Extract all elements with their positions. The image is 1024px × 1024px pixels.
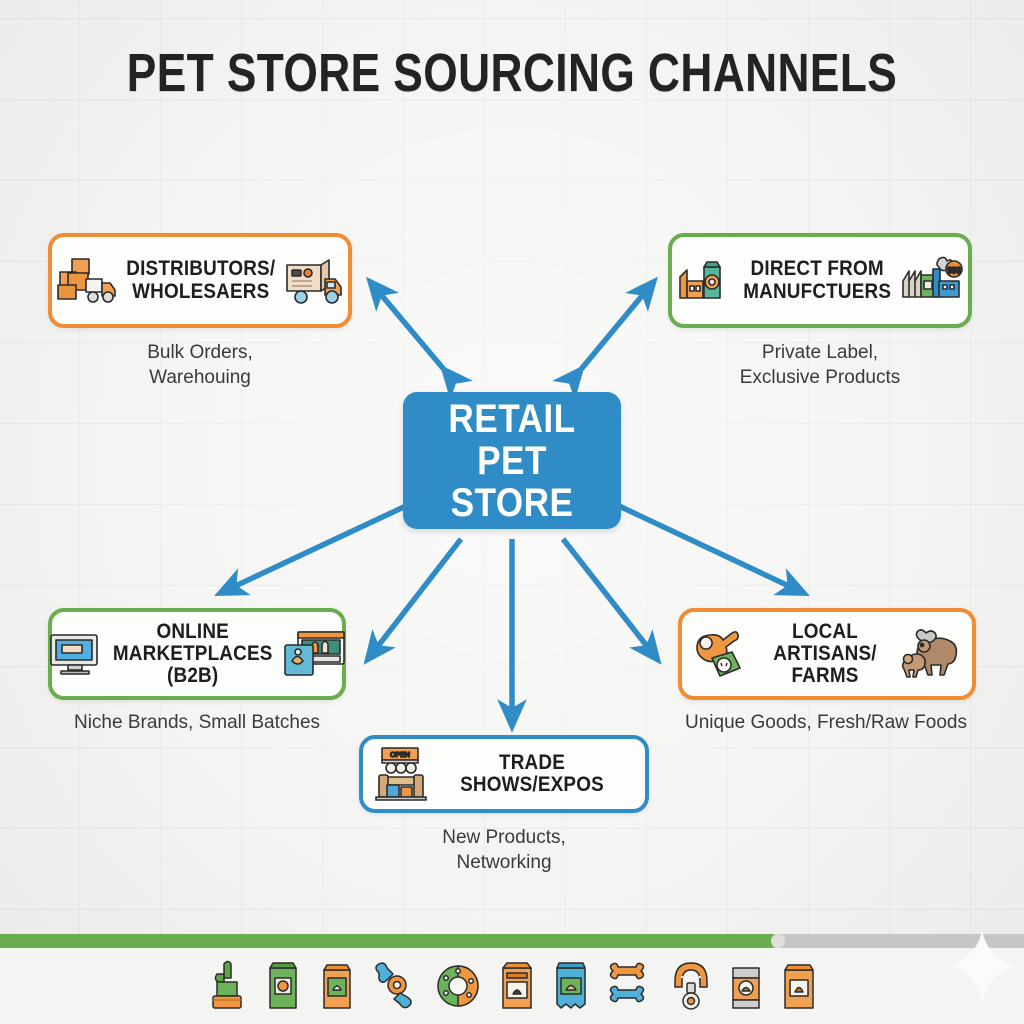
ring-toy-icon[interactable] [433,961,483,1011]
pet-food-bag-icon [679,260,721,299]
node-direct-from-manufacturers[interactable]: DIRECT FROM MANUFCTUERS $$$ [668,233,972,328]
node-label: TRADE SHOWS/EXPOS [460,750,604,796]
desktop-monitor-icon [50,634,99,675]
pet-collar-icon[interactable] [669,957,713,1015]
caption-trade-shows: New Products, Networking [442,827,566,874]
progress-knob[interactable] [771,934,786,948]
node-label: DISTRIBUTORS/ WHOLESAERS [126,257,276,303]
hub-retail-pet-store[interactable]: RETAIL PET STORE [403,392,621,529]
node-label: LOCAL ARTISANS/ FARMS [773,619,877,688]
node-label: ONLINE MARKETPLACES (B2B) [113,619,273,688]
svg-text:OPEN: OPEN [390,752,410,759]
arrow-hub-lower-left [363,537,464,665]
node-label: DIRECT FROM MANUFCTUERS [743,257,891,303]
footer-icon-strip [0,948,1024,1024]
page-title: PET STORE SOURCING CHANNELS [126,43,898,103]
node-local-artisans-farms[interactable]: LOCAL ARTISANS/ FARMS [678,608,976,700]
hub-label: RETAIL PET STORE [448,396,576,525]
boxes-truck-icon [57,257,117,303]
green-pet-food-bag-icon[interactable] [263,958,303,1014]
sparkle-icon [951,930,1013,1002]
artisan-treat-icon [696,631,741,677]
cat-food-box-icon[interactable] [497,958,537,1014]
progress-divider [0,934,1024,948]
caption-online-marketplaces: Niche Brands, Small Batches [73,712,321,733]
arrow-hub-lower-right [560,537,662,665]
delivery-truck-icon [285,258,342,304]
svg-text:$$$: $$$ [948,266,962,275]
progress-fill [0,934,779,948]
dog-bones-icon[interactable] [605,961,655,1011]
node-distributors-wholesalers[interactable]: DISTRIBUTORS/ WHOLESAERS [48,233,352,328]
arrow-hub-distributors [365,276,473,400]
factory-icon: $$$ [902,256,963,298]
expo-booth-icon: OPEN [375,747,427,801]
cat-treat-bag-icon[interactable] [317,958,357,1014]
node-online-marketplaces[interactable]: ONLINE MARKETPLACES (B2B) [48,608,346,700]
arrow-hub-local-artisans [615,502,810,596]
kibble-can-icon[interactable] [727,958,765,1014]
online-store-window-icon [283,631,345,676]
caption-local-artisans: Unique Goods, Fresh/Raw Foods [685,712,967,733]
node-trade-shows-expos[interactable]: OPEN TRADE SHOWS/EXPOS [359,735,649,813]
cactus-planter-icon[interactable] [205,958,249,1014]
treat-bag-icon[interactable] [779,958,819,1014]
caption-distributors: Bulk Orders, Warehouing [147,342,253,389]
caption-manufacturers: Private Label, Exclusive Products [739,342,901,389]
dog-chew-toy-icon[interactable] [371,961,419,1011]
farm-animals-icon [901,629,958,678]
arrow-hub-online-marketplaces [214,502,410,596]
arrow-hub-manufacturers [552,276,658,400]
dog-food-pouch-icon[interactable] [551,958,591,1014]
